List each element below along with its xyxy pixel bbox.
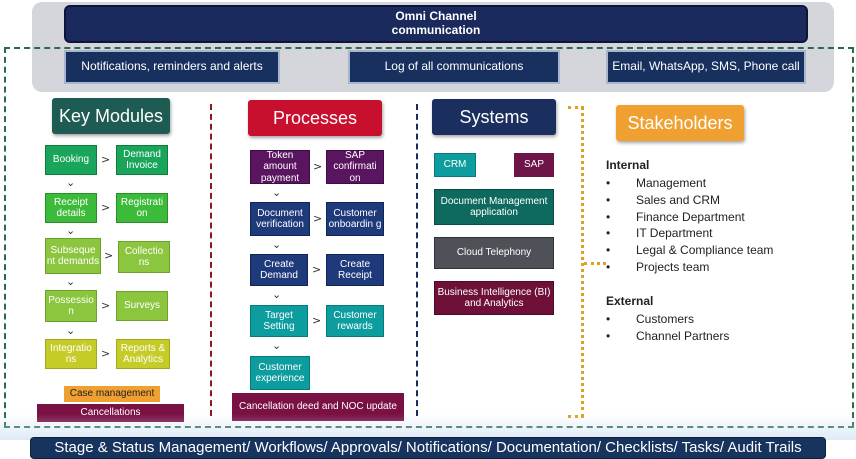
stakeholders-bracket-link xyxy=(584,262,606,265)
omni-title-line2: communication xyxy=(391,23,481,37)
omni-title-line1: Omni Channel xyxy=(395,9,477,24)
bullet-icon: • xyxy=(606,193,611,207)
stakeholder-label: IT Department xyxy=(636,226,713,240)
divider-left xyxy=(210,104,212,416)
bullet-icon: • xyxy=(606,176,611,190)
arrow-right-icon: > xyxy=(101,347,111,360)
arrow-right-icon: > xyxy=(101,201,111,214)
system-bi-analytics: Business Intelligence (BI) and Analytics xyxy=(434,281,554,315)
bullet-icon: • xyxy=(606,329,611,343)
stakeholder-internal-item: • IT Department xyxy=(606,226,713,240)
process-sap-confirmation: SAP confirmati on xyxy=(326,150,384,184)
chevron-down-icon: ⌄ xyxy=(272,288,282,301)
module-receipt-details: Receipt details xyxy=(45,193,97,223)
stakeholder-internal-item: • Legal & Compliance team xyxy=(606,243,774,257)
module-booking: Booking xyxy=(45,145,97,175)
stakeholder-external-item: • Customers xyxy=(606,312,695,326)
stakeholder-external-item: • Channel Partners xyxy=(606,329,730,343)
module-collections: Collectio ns xyxy=(118,241,170,273)
arrow-right-icon: > xyxy=(101,153,111,166)
system-crm: CRM xyxy=(434,153,476,177)
arrow-right-icon: > xyxy=(313,160,323,173)
communications-log-box: Log of all communications xyxy=(348,50,560,84)
bullet-icon: • xyxy=(606,260,611,274)
arrow-right-icon: > xyxy=(312,263,322,276)
chevron-down-icon: ⌄ xyxy=(272,186,282,199)
chevron-down-icon: ⌄ xyxy=(66,324,76,337)
chevron-down-icon: ⌄ xyxy=(66,275,76,288)
channels-box: Email, WhatsApp, SMS, Phone call xyxy=(606,50,806,84)
stakeholder-internal-item: • Finance Department xyxy=(606,210,745,224)
chevron-down-icon: ⌄ xyxy=(272,238,282,251)
bottom-glow xyxy=(0,414,856,440)
arrow-right-icon: > xyxy=(313,212,323,225)
stakeholder-label: Finance Department xyxy=(636,210,745,224)
bullet-icon: • xyxy=(606,243,611,257)
stakeholder-label: Sales and CRM xyxy=(636,193,721,207)
module-case-management: Case management xyxy=(64,386,160,402)
module-demand-invoice: Demand Invoice xyxy=(116,145,168,175)
process-customer-onboarding: Customer onboardin g xyxy=(326,202,384,236)
stakeholder-label: Management xyxy=(636,176,707,190)
process-document-verification: Document verification xyxy=(250,202,310,236)
module-reports-analytics: Reports & Analytics xyxy=(116,339,170,369)
system-cloud-telephony: Cloud Telephony xyxy=(434,237,554,269)
module-registration: Registrati on xyxy=(116,193,168,223)
bullet-icon: • xyxy=(606,226,611,240)
stakeholder-label: Customers xyxy=(636,312,695,326)
process-customer-experience: Customer experience xyxy=(250,356,310,390)
process-customer-rewards: Customer rewards xyxy=(326,305,384,337)
processes-header: Processes xyxy=(248,100,382,136)
notifications-box: Notifications, reminders and alerts xyxy=(64,50,280,84)
module-surveys: Surveys xyxy=(116,291,168,321)
module-integrations: Integratio ns xyxy=(45,339,97,369)
stakeholder-label: Projects team xyxy=(636,260,710,274)
stakeholders-bracket xyxy=(568,106,584,418)
bullet-icon: • xyxy=(606,210,611,224)
stakeholders-header: Stakeholders xyxy=(616,105,744,141)
stakeholders-external-title: External xyxy=(606,294,654,308)
key-modules-header: Key Modules xyxy=(52,98,170,134)
stakeholder-internal-item: • Projects team xyxy=(606,260,710,274)
stakeholders-internal-title: Internal xyxy=(606,158,650,172)
systems-header: Systems xyxy=(432,99,556,135)
bottom-bar: Stage & Status Management/ Workflows/ Ap… xyxy=(30,437,826,459)
bullet-icon: • xyxy=(606,312,611,326)
chevron-down-icon: ⌄ xyxy=(272,339,282,352)
process-create-demand: Create Demand xyxy=(250,254,308,286)
arrow-right-icon: > xyxy=(101,299,111,312)
stakeholder-label: Legal & Compliance team xyxy=(636,243,774,257)
chevron-down-icon: ⌄ xyxy=(66,176,76,189)
module-subsequent-demands: Subseque nt demands xyxy=(45,238,101,274)
stakeholder-internal-item: • Management xyxy=(606,176,707,190)
divider-middle xyxy=(416,104,418,416)
system-sap: SAP xyxy=(514,153,554,177)
process-token-amount-payment: Token amount payment xyxy=(250,150,310,184)
process-create-receipt: Create Receipt xyxy=(326,254,384,286)
module-possession: Possessio n xyxy=(45,290,97,322)
stakeholder-label: Channel Partners xyxy=(636,329,730,343)
process-target-setting: Target Setting xyxy=(250,305,308,337)
arrow-right-icon: > xyxy=(312,314,322,327)
omni-channel-title: Omni Channel communication xyxy=(64,5,808,43)
arrow-right-icon: > xyxy=(104,249,114,262)
stakeholder-internal-item: • Sales and CRM xyxy=(606,193,721,207)
chevron-down-icon: ⌄ xyxy=(66,224,76,237)
system-document-management: Document Management application xyxy=(434,189,554,225)
